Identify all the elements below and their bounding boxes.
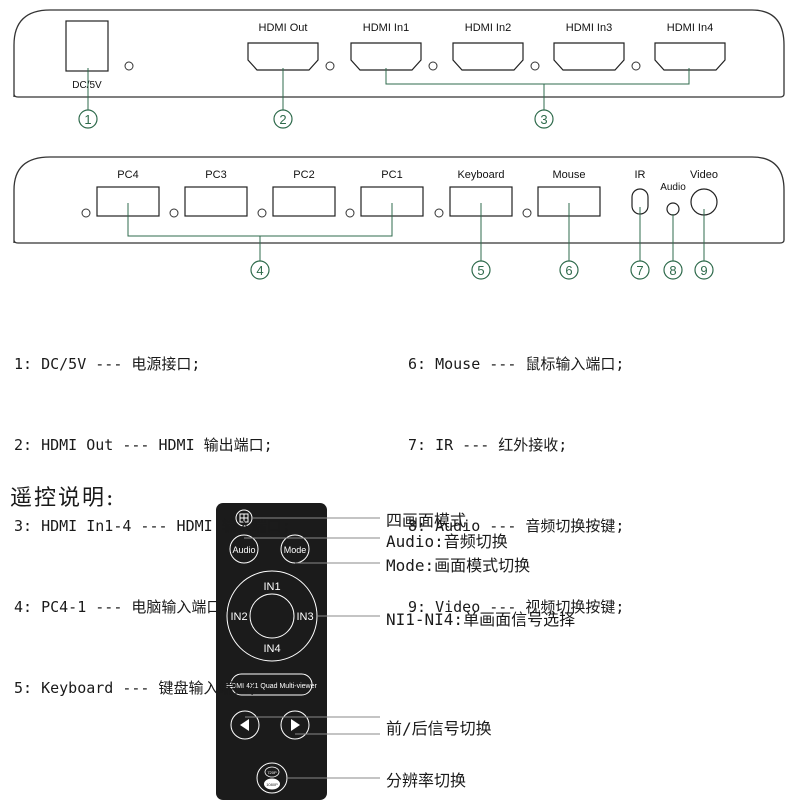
pc-port-label: PC2 (293, 169, 314, 181)
legend-item: 9: Video --- 视频切换按键; (408, 598, 625, 616)
annotation-leaders (244, 517, 380, 779)
led-indicator (428, 61, 438, 71)
mouse-label: Mouse (552, 169, 585, 181)
led-indicator (530, 61, 540, 71)
hdmi-port-out: HDMI Out (247, 22, 319, 71)
callout-8: 8 (663, 260, 683, 280)
remote-section-title: 遥控说明: (10, 486, 116, 511)
callout-9: 9 (694, 260, 714, 280)
annotation-mode: Mode:画面模式切换 (386, 556, 531, 575)
legend-item: 5: Keyboard --- 键盘输入端口; (14, 679, 258, 697)
callout-6: 6 (559, 260, 579, 280)
led-indicator (124, 61, 134, 71)
legend-item: 3: HDMI In1-4 --- HDMI 输入端口; (14, 517, 291, 535)
led-indicator (631, 61, 641, 71)
legend-item: 4: PC4-1 --- 电脑输入端口; (14, 598, 231, 616)
hdmi-label: HDMI In3 (566, 22, 612, 34)
svg-text:2: 2 (279, 112, 286, 127)
in2-button: IN2 (230, 611, 247, 623)
dc-label: DC/5V (72, 80, 102, 91)
video-label: Video (690, 169, 718, 181)
annotation-resolution: 分辨率切换 (386, 771, 467, 790)
led-indicator (345, 208, 355, 218)
pc-port-label: PC3 (205, 169, 226, 181)
svg-text:Mode: Mode (284, 545, 307, 555)
callout-5: 5 (471, 260, 491, 280)
audio-button (666, 202, 680, 216)
hdmi-port-in3: HDMI In3 (553, 22, 625, 71)
model-badge: HDMI 4X1 Quad Multi-viewer (226, 673, 317, 696)
svg-text:6: 6 (565, 263, 572, 278)
svg-text:8: 8 (669, 263, 676, 278)
legend-item: 6: Mouse --- 鼠标输入端口; (408, 355, 625, 373)
dc-power-port (65, 20, 109, 72)
audio-label: Audio (660, 182, 686, 193)
hdmi-port-in2: HDMI In2 (452, 22, 524, 71)
legend-item: 2: HDMI Out --- HDMI 输出端口; (14, 436, 273, 454)
svg-text:7: 7 (636, 263, 643, 278)
pc-port-pc3 (184, 186, 248, 217)
legend-item: 1: DC/5V --- 电源接口; (14, 355, 201, 373)
legend-left: 1: DC/5V --- 电源接口; 2: HDMI Out --- HDMI … (14, 297, 291, 729)
callout-1: 1 (78, 109, 98, 129)
svg-text:720P: 720P (267, 770, 277, 775)
svg-text:1: 1 (84, 112, 91, 127)
callout-3: 3 (534, 109, 554, 129)
legend-item: 7: IR --- 红外接收; (408, 436, 568, 454)
in1-button: IN1 (263, 581, 280, 593)
keyboard-label: Keyboard (457, 169, 504, 181)
ir-label: IR (635, 169, 646, 181)
svg-text:9: 9 (700, 263, 707, 278)
hdmi-label: HDMI In1 (363, 22, 409, 34)
led-indicator (325, 61, 335, 71)
audio-remote-button: Audio (229, 534, 259, 564)
led-indicator (257, 208, 267, 218)
annotation-audio: Audio:音频切换 (386, 532, 508, 551)
svg-text:1080P: 1080P (266, 782, 278, 787)
next-button (280, 710, 310, 740)
in4-button: IN4 (263, 643, 280, 655)
callout-2: 2 (273, 109, 293, 129)
hdmi-port-in1: HDMI In1 (350, 22, 422, 71)
svg-text:3: 3 (540, 112, 547, 127)
svg-text:5: 5 (477, 263, 484, 278)
annotation-quad: 四画面模式 (386, 511, 467, 530)
annotation-inputs: NI1-NI4:单画面信号选择 (386, 610, 576, 629)
svg-text:HDMI 4X1 Quad Multi-viewer: HDMI 4X1 Quad Multi-viewer (226, 683, 317, 690)
svg-text:4: 4 (256, 263, 263, 278)
callout-4: 4 (250, 260, 270, 280)
led-indicator (522, 208, 532, 218)
led-indicator (81, 208, 91, 218)
led-indicator (434, 208, 444, 218)
pc-port-label: PC4 (117, 169, 138, 181)
hdmi-port-in4: HDMI In4 (654, 22, 726, 71)
pc-port-label: PC1 (381, 169, 402, 181)
led-indicator (169, 208, 179, 218)
legend-right: 6: Mouse --- 鼠标输入端口; 7: IR --- 红外接收; 8: … (408, 297, 624, 648)
hdmi-label: HDMI In4 (667, 22, 713, 34)
pc-port-pc2 (272, 186, 336, 217)
hdmi-label: HDMI Out (259, 22, 308, 34)
svg-text:Audio: Audio (232, 545, 255, 555)
annotation-prev-next: 前/后信号切换 (386, 719, 492, 738)
prev-button (230, 710, 260, 740)
hdmi-label: HDMI In2 (465, 22, 511, 34)
in3-button: IN3 (296, 611, 313, 623)
callout-7: 7 (630, 260, 650, 280)
legend-item: 8: Audio --- 音频切换按键; (408, 517, 625, 535)
